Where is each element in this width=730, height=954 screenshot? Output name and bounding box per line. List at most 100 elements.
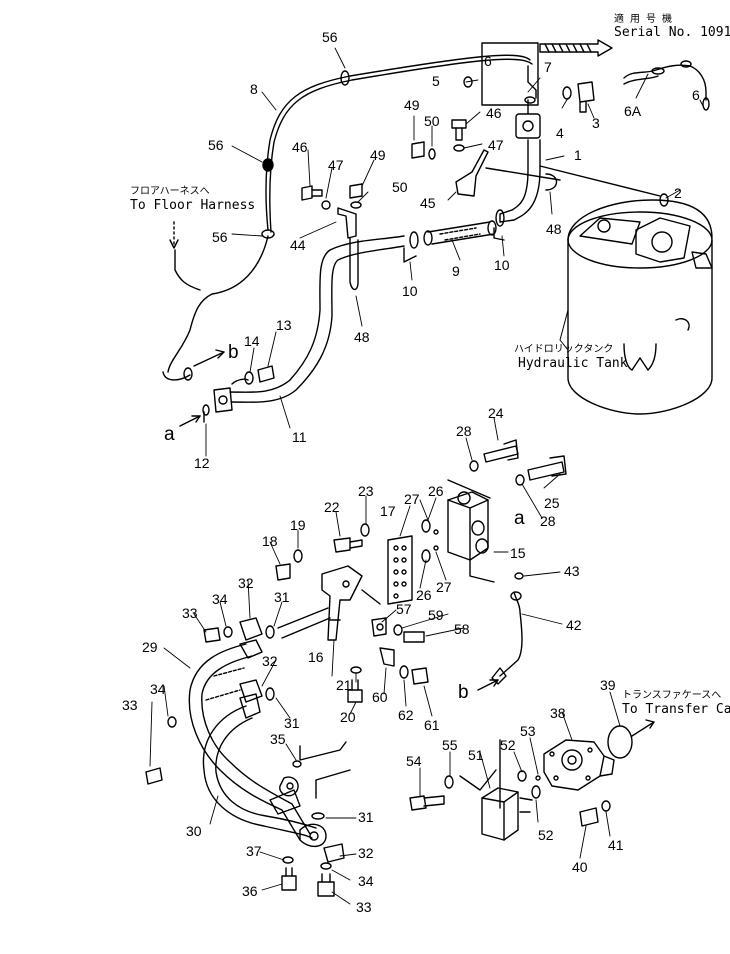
callout-c10b: 10 (402, 283, 418, 299)
callout-c31c: 31 (358, 809, 374, 825)
callout-c59: 59 (428, 607, 444, 623)
ref-a-valve: a (514, 508, 525, 529)
floor-harness-note-en: To Floor Harness (130, 198, 255, 213)
callout-c19: 19 (290, 517, 306, 533)
callout-c8: 8 (250, 81, 258, 97)
ref-a-top: a (164, 424, 175, 445)
tank-note-jp: ハイドロリックタンク (514, 343, 613, 355)
wire-to-floor-harness (162, 221, 269, 381)
callout-c33a: 33 (182, 605, 198, 621)
plate-17 (387, 535, 413, 605)
callout-c62: 62 (398, 707, 414, 723)
callout-c41: 41 (608, 837, 624, 853)
callout-c6A: 6A (624, 103, 642, 119)
tank-note-en: Hydraulic Tank (518, 356, 628, 371)
floor-harness-note-jp: フロアハーネスへ (130, 185, 210, 197)
filter-51 (481, 787, 533, 841)
callout-c12: 12 (194, 455, 210, 471)
sensor-6-7 (515, 65, 541, 139)
callout-c27a: 27 (404, 491, 420, 507)
callout-c34c: 34 (358, 873, 374, 889)
callout-c55: 55 (442, 737, 458, 753)
bracket-16 (321, 565, 381, 641)
callout-c47b: 47 (328, 157, 344, 173)
callout-c28b: 28 (540, 513, 556, 529)
callout-c56c: 56 (212, 229, 228, 245)
callout-c52a: 52 (500, 737, 516, 753)
hydraulic-tank (559, 199, 713, 415)
callout-c49b: 49 (370, 147, 386, 163)
reference-letters: b a a b (164, 342, 525, 703)
callout-c5: 5 (432, 73, 440, 89)
notes: 適 用 号 機 Serial No. 10916~ フロアハーネスへ To Fl… (130, 12, 730, 717)
callout-c49a: 49 (404, 97, 420, 113)
callout-c33b: 33 (122, 697, 138, 713)
callout-c44: 44 (290, 237, 306, 253)
callout-c4: 4 (556, 125, 564, 141)
pipe-11 (229, 235, 405, 403)
callout-c27b: 27 (436, 579, 452, 595)
valve-15 (447, 479, 495, 583)
callout-c6b: 6 (692, 87, 700, 103)
serial-note-jp: 適 用 号 機 (614, 12, 672, 25)
callout-c24: 24 (488, 405, 504, 421)
callout-c13: 13 (276, 317, 292, 333)
callout-c45: 45 (420, 195, 436, 211)
hose-9 (403, 209, 505, 263)
callout-c33c: 33 (356, 899, 372, 915)
callout-c16: 16 (308, 649, 324, 665)
callout-c18: 18 (262, 533, 278, 549)
callout-c30: 30 (186, 823, 202, 839)
callout-c11: 11 (292, 429, 307, 445)
callout-c36: 36 (242, 883, 258, 899)
callout-c23: 23 (358, 483, 374, 499)
callout-c47a: 47 (488, 137, 504, 153)
detail-6A (623, 60, 710, 111)
callout-c37: 37 (246, 843, 262, 859)
callout-c54: 54 (406, 753, 422, 769)
transfer-note-en: To Transfer Case (622, 702, 730, 717)
callout-c60: 60 (372, 689, 388, 705)
callout-c31b: 31 (284, 715, 300, 731)
callout-c53: 53 (520, 723, 536, 739)
callout-c25: 25 (544, 495, 560, 511)
callout-c46a: 46 (486, 105, 502, 121)
callout-c20: 20 (340, 709, 356, 725)
callout-c3: 3 (592, 115, 600, 131)
callout-c57: 57 (396, 601, 412, 617)
callout-c29: 29 (142, 639, 158, 655)
callout-c50a: 50 (424, 113, 440, 129)
callout-c14: 14 (244, 333, 260, 349)
callout-c42: 42 (566, 617, 582, 633)
callout-c48b: 48 (354, 329, 370, 345)
serial-detail-box (481, 39, 613, 106)
callout-c35: 35 (270, 731, 286, 747)
callout-c46b: 46 (292, 139, 308, 155)
ref-b-harness: b (458, 682, 469, 703)
callout-c28a: 28 (456, 423, 472, 439)
callout-c52b: 52 (538, 827, 554, 843)
pump-38 (543, 739, 615, 791)
callout-c48a: 48 (546, 221, 562, 237)
callout-c34b: 34 (150, 681, 166, 697)
callout-c50b: 50 (392, 179, 408, 195)
pipe-from-valve (277, 607, 331, 639)
callout-c61: 61 (424, 717, 440, 733)
pipe-1 (499, 139, 541, 223)
callout-c32a: 32 (238, 575, 254, 591)
callout-c1: 1 (574, 147, 582, 163)
callout-c21: 21 (336, 677, 352, 693)
callout-c38: 38 (550, 705, 566, 721)
callout-c31a: 31 (274, 589, 290, 605)
callout-c51: 51 (468, 747, 484, 763)
callout-c10a: 10 (494, 257, 510, 273)
callout-c39: 39 (600, 677, 616, 693)
callout-c15: 15 (510, 545, 526, 561)
callout-c26a: 26 (428, 483, 444, 499)
callout-c56a: 56 (322, 29, 338, 45)
serial-note-en: Serial No. 10916~ (614, 25, 730, 40)
callout-c34a: 34 (212, 591, 228, 607)
